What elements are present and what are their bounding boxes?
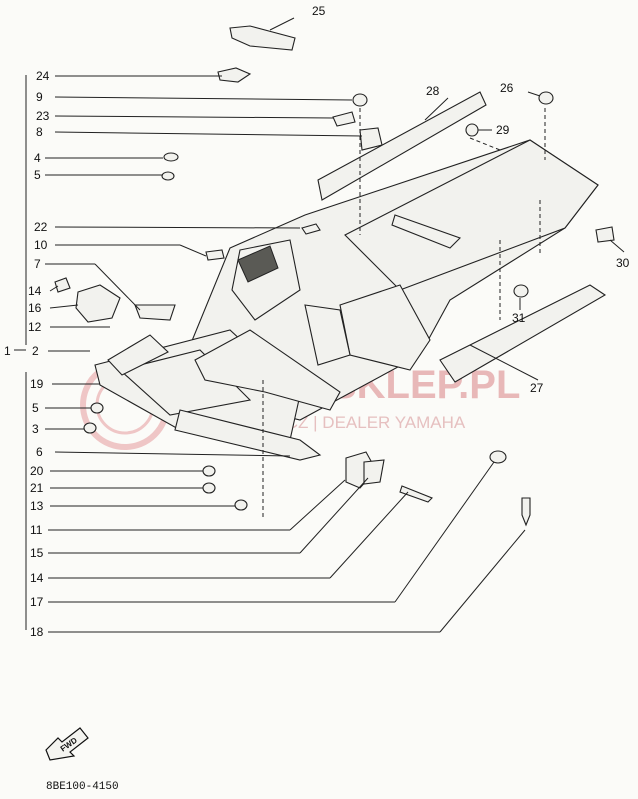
callout-9: 9: [36, 90, 43, 104]
callout-14-lower: 14: [30, 571, 44, 585]
callout-12: 12: [28, 320, 42, 334]
callout-31: 31: [512, 311, 526, 325]
watermark-sub: WICZ | DEALER YAMAHA: [265, 413, 466, 432]
callout-22: 22: [34, 220, 48, 234]
callout-26: 26: [500, 81, 514, 95]
callout-21: 21: [30, 481, 44, 495]
callout-6: 6: [36, 445, 43, 459]
callout-18: 18: [30, 625, 44, 639]
callout-24: 24: [36, 69, 50, 83]
callout-4: 4: [34, 151, 41, 165]
callout-25: 25: [312, 4, 326, 18]
callout-7: 7: [34, 257, 41, 271]
callout-28: 28: [426, 84, 440, 98]
callout-16: 16: [28, 301, 42, 315]
callout-23: 23: [36, 109, 50, 123]
callout-numbers: 25 24 9 23 8 28 26 29 4 5 22 10 7 14 16 …: [4, 4, 630, 639]
callout-3: 3: [32, 422, 39, 436]
drawing-code: 8BE100-4150: [46, 781, 119, 793]
callout-5-upper: 5: [34, 168, 41, 182]
callout-17: 17: [30, 595, 44, 609]
callout-1: 1: [4, 344, 11, 358]
callout-15: 15: [30, 546, 44, 560]
callout-10: 10: [34, 238, 48, 252]
callout-20: 20: [30, 464, 44, 478]
dashed-guides: [262, 108, 546, 520]
callout-30: 30: [616, 256, 630, 270]
leader-lines: [45, 17, 625, 633]
callout-2: 2: [32, 344, 39, 358]
callout-11: 11: [30, 523, 43, 537]
frame-body: [94, 139, 599, 461]
callout-29: 29: [496, 123, 510, 137]
callout-19: 19: [30, 377, 44, 391]
callout-13: 13: [30, 499, 44, 513]
callout-5-lower: 5: [32, 401, 39, 415]
callout-14-upper: 14: [28, 284, 42, 298]
callout-27: 27: [530, 381, 544, 395]
callout-8: 8: [36, 125, 43, 139]
bracket-lines: [14, 75, 27, 630]
fwd-arrow: FWD: [45, 727, 89, 761]
